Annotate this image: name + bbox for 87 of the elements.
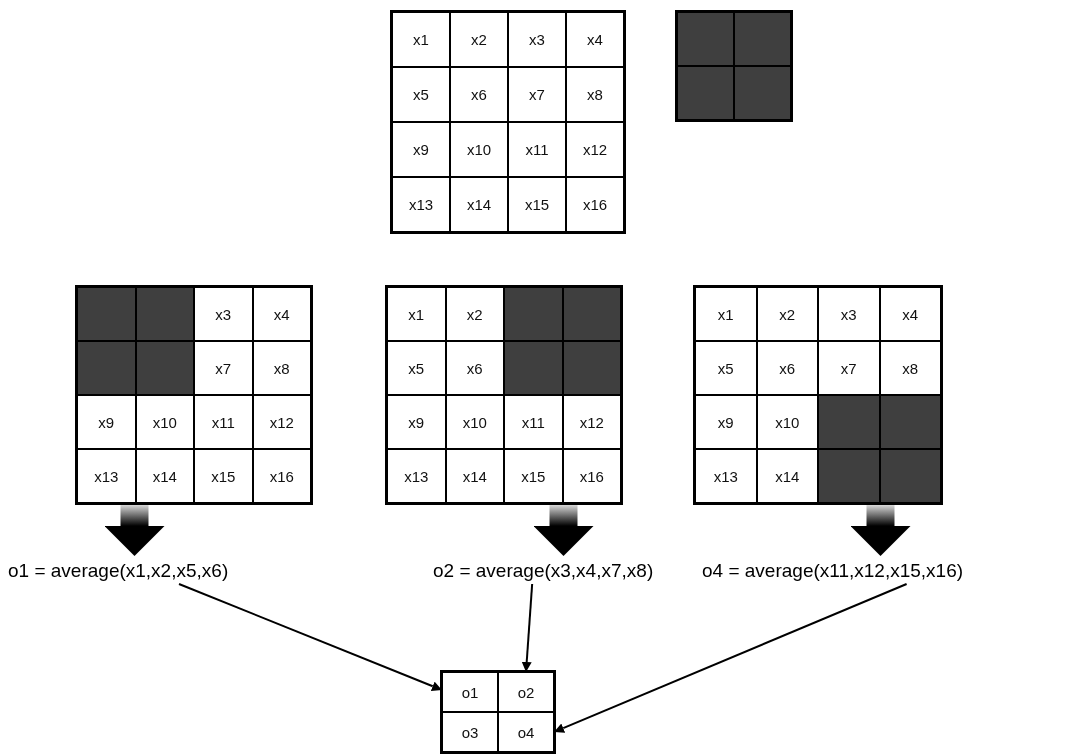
matrix-cell: x3 xyxy=(818,287,880,341)
matrix-cell: x10 xyxy=(445,395,504,449)
matrix-cell: x9 xyxy=(387,395,446,449)
matrix-cell: o1 xyxy=(442,672,498,712)
block-arrow xyxy=(104,505,165,556)
matrix-cell: x1 xyxy=(387,287,446,341)
matrix-cell: x8 xyxy=(252,341,311,395)
matrix-cell: x16 xyxy=(566,177,624,232)
matrix-cell: x7 xyxy=(508,67,566,122)
shaded-cell xyxy=(677,12,734,66)
shaded-cell xyxy=(77,341,136,395)
shaded-cell xyxy=(818,395,880,449)
output-matrix xyxy=(440,670,556,754)
matrix-cell: x1 xyxy=(392,12,450,67)
arrow xyxy=(521,583,534,672)
matrix-cell: x14 xyxy=(756,449,818,503)
formula-text: o2 = average(x3,x4,x7,x8) xyxy=(433,556,701,584)
input-matrix xyxy=(385,285,623,505)
matrix-cell: x11 xyxy=(504,395,563,449)
matrix-cell: x5 xyxy=(392,67,450,122)
shaded-cell xyxy=(135,341,194,395)
matrix-cell: x6 xyxy=(450,67,508,122)
matrix-cell: x13 xyxy=(695,449,757,503)
matrix-cell: x14 xyxy=(445,449,504,503)
input-matrix xyxy=(693,285,943,505)
matrix-cell: x16 xyxy=(252,449,311,503)
matrix-cell: x9 xyxy=(695,395,757,449)
matrix-cell: o2 xyxy=(498,672,554,712)
matrix-cell: o4 xyxy=(498,712,554,752)
matrix-cell: x3 xyxy=(508,12,566,67)
matrix-cell: x9 xyxy=(392,122,450,177)
matrix-cell: x15 xyxy=(508,177,566,232)
matrix-cell: x10 xyxy=(450,122,508,177)
shaded-cell xyxy=(734,12,791,66)
matrix-cell: x11 xyxy=(194,395,253,449)
matrix-cell: x6 xyxy=(756,341,818,395)
matrix-cell: x10 xyxy=(756,395,818,449)
matrix-cell: x11 xyxy=(508,122,566,177)
matrix-cell: x15 xyxy=(504,449,563,503)
matrix-cell: x5 xyxy=(695,341,757,395)
input-matrix xyxy=(75,285,313,505)
matrix-cell: x14 xyxy=(450,177,508,232)
matrix-cell: x8 xyxy=(566,67,624,122)
matrix-cell: x2 xyxy=(445,287,504,341)
matrix-cell: x4 xyxy=(879,287,941,341)
matrix-cell: x1 xyxy=(695,287,757,341)
shaded-cell xyxy=(504,341,563,395)
matrix-cell: x4 xyxy=(252,287,311,341)
matrix-cell: x7 xyxy=(818,341,880,395)
shaded-cell xyxy=(818,449,880,503)
shaded-cell xyxy=(734,66,791,120)
matrix-cell: x13 xyxy=(392,177,450,232)
matrix-cell: x12 xyxy=(252,395,311,449)
shaded-cell xyxy=(677,66,734,120)
matrix-cell: x13 xyxy=(387,449,446,503)
matrix-cell: x7 xyxy=(194,341,253,395)
matrix-cell: x12 xyxy=(562,395,621,449)
block-arrow xyxy=(533,505,594,556)
pooling-window xyxy=(675,10,793,122)
input-matrix xyxy=(390,10,626,234)
shaded-cell xyxy=(77,287,136,341)
shaded-cell xyxy=(879,395,941,449)
matrix-cell: x12 xyxy=(566,122,624,177)
formula-text: o4 = average(x11,x12,x15,x16) xyxy=(702,556,1074,584)
matrix-cell: x10 xyxy=(135,395,194,449)
arrow xyxy=(178,583,442,691)
matrix-cell: x13 xyxy=(77,449,136,503)
shaded-cell xyxy=(562,341,621,395)
matrix-cell: x14 xyxy=(135,449,194,503)
matrix-cell: x6 xyxy=(445,341,504,395)
shaded-cell xyxy=(504,287,563,341)
formula-text: o1 = average(x1,x2,x5,x6) xyxy=(8,556,308,584)
arrow xyxy=(554,583,908,733)
block-arrow xyxy=(850,505,911,556)
matrix-cell: x8 xyxy=(879,341,941,395)
matrix-cell: x15 xyxy=(194,449,253,503)
shaded-cell xyxy=(879,449,941,503)
matrix-cell: x2 xyxy=(756,287,818,341)
shaded-cell xyxy=(562,287,621,341)
matrix-cell: o3 xyxy=(442,712,498,752)
matrix-cell: x3 xyxy=(194,287,253,341)
matrix-cell: x2 xyxy=(450,12,508,67)
matrix-cell: x9 xyxy=(77,395,136,449)
matrix-cell: x5 xyxy=(387,341,446,395)
shaded-cell xyxy=(135,287,194,341)
matrix-cell: x16 xyxy=(562,449,621,503)
matrix-cell: x4 xyxy=(566,12,624,67)
